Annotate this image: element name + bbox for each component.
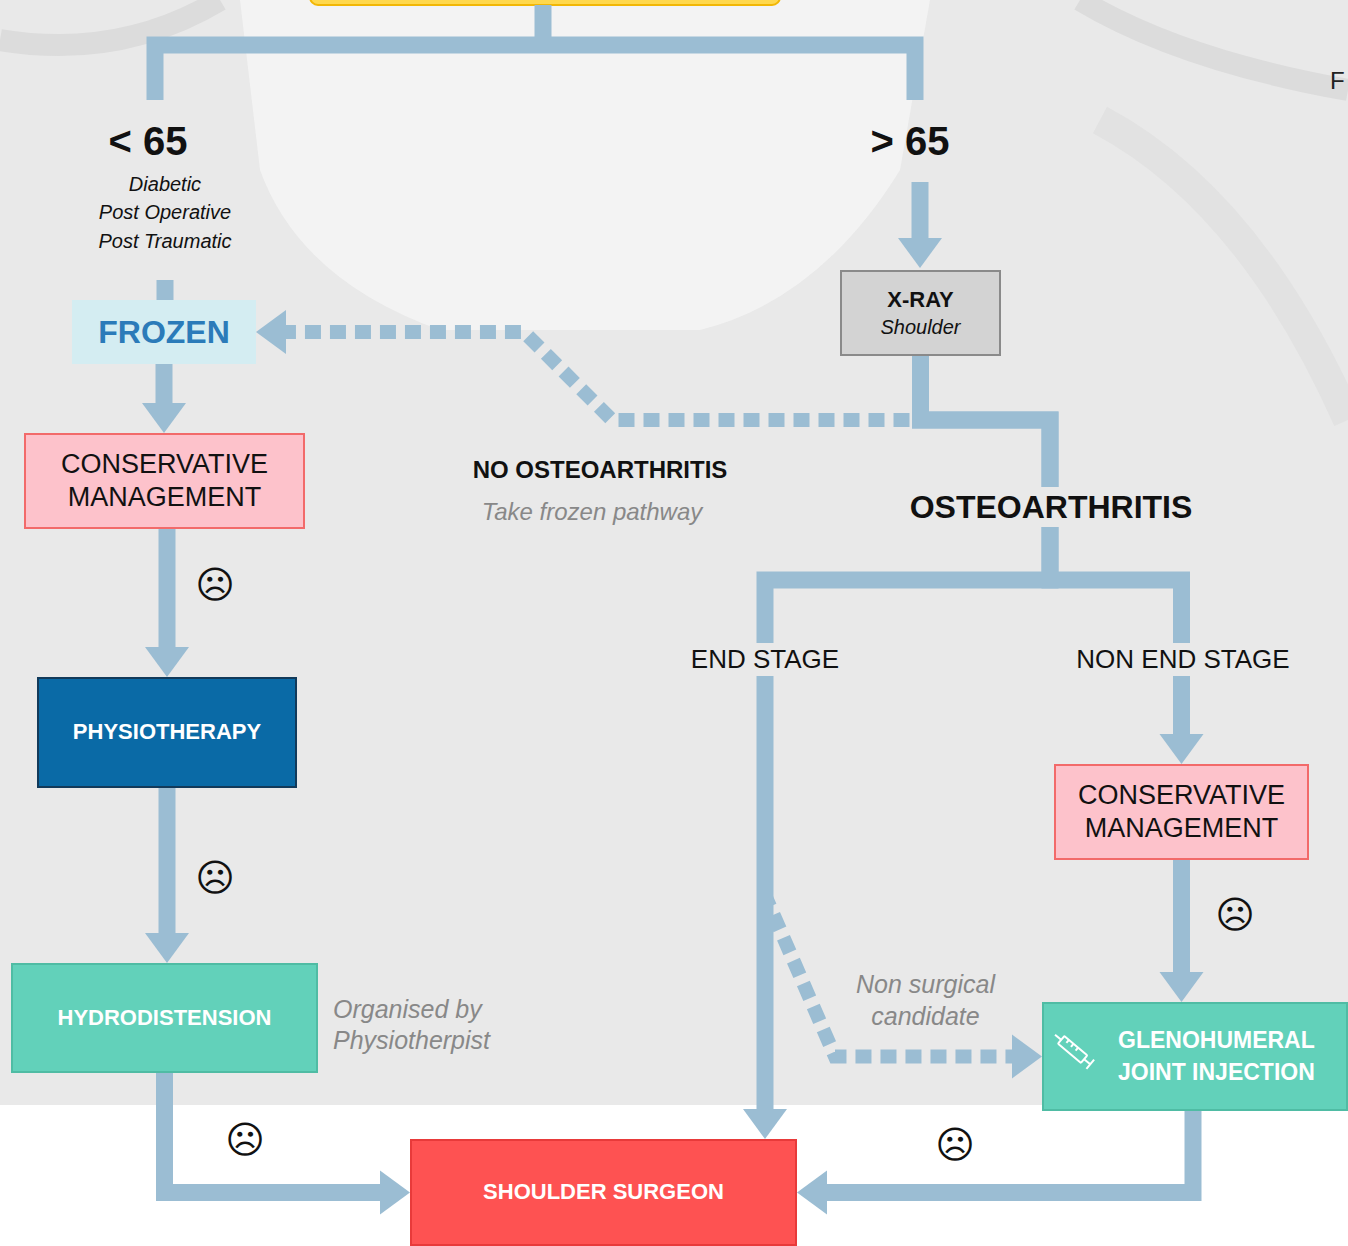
xray-arrow: [912, 182, 929, 238]
note: Organised by Physiotherpist: [333, 994, 523, 1057]
connector: [765, 356, 1050, 1109]
node-text: GLENOHUMERAL JOINT INJECTION: [1118, 1025, 1340, 1088]
start-box: [310, 0, 780, 5]
dashed-connector: [286, 332, 921, 420]
edge-label: ☹: [1215, 891, 1255, 940]
node-text: X-RAY: [887, 286, 953, 315]
connector: [156, 364, 173, 403]
edge-label: ☹: [195, 561, 235, 610]
edge-label: ☹: [935, 1121, 975, 1170]
physiotherapy-box: PHYSIOTHERAPY: [37, 677, 297, 788]
node-text: CONSERVATIVE MANAGEMENT: [1066, 779, 1297, 845]
injection-box: GLENOHUMERAL JOINT INJECTION: [1042, 1002, 1348, 1111]
connector: [165, 1073, 381, 1193]
branch-label: OSTEOARTHRITIS: [902, 487, 1201, 527]
connector: [159, 788, 176, 933]
note: Take frozen pathway: [482, 497, 703, 527]
syringe-icon: [1048, 1024, 1108, 1084]
risk-factor: Diabetic: [129, 172, 201, 197]
surgeon-box: SHOULDER SURGEON: [410, 1139, 797, 1246]
node-text: CONSERVATIVE MANAGEMENT: [36, 448, 293, 514]
frozen-stub-line: [157, 280, 174, 300]
hydrodistension-box: HYDRODISTENSION: [11, 963, 318, 1073]
age-split-line: [155, 5, 915, 100]
edge-label: ☹: [225, 1116, 265, 1165]
xray-box: X-RAYShoulder: [840, 270, 1001, 356]
conservative-box: CONSERVATIVE MANAGEMENT: [1054, 764, 1309, 860]
age-label: < 65: [109, 116, 188, 166]
node-text: FROZEN: [98, 313, 230, 351]
frozen-box: FROZEN: [72, 300, 256, 364]
node-text: Shoulder: [880, 314, 960, 340]
branch-label: NO OSTEOARTHRITIS: [473, 455, 728, 485]
connector: [159, 529, 176, 647]
node-text: SHOULDER SURGEON: [483, 1178, 724, 1207]
risk-factor: Post Traumatic: [99, 229, 232, 254]
connector: [921, 356, 1182, 734]
node-text: PHYSIOTHERAPY: [73, 718, 261, 747]
connector: [827, 1111, 1193, 1193]
stage-label: END STAGE: [683, 643, 847, 676]
edge-label: ☹: [195, 854, 235, 903]
lower-ground: [0, 1105, 1348, 1246]
arm-outline: [1100, 120, 1348, 420]
dashed-connector: [765, 356, 1050, 1057]
risk-factor: Post Operative: [99, 200, 231, 225]
age-label: > 65: [871, 116, 950, 166]
edge-label: Non surgical candidate: [843, 968, 1008, 1032]
cut-letter: F: [1330, 66, 1345, 96]
node-text: HYDRODISTENSION: [58, 1004, 272, 1033]
conservative-box: CONSERVATIVE MANAGEMENT: [24, 433, 305, 529]
connector: [1173, 860, 1190, 972]
stage-label: NON END STAGE: [1068, 643, 1297, 676]
